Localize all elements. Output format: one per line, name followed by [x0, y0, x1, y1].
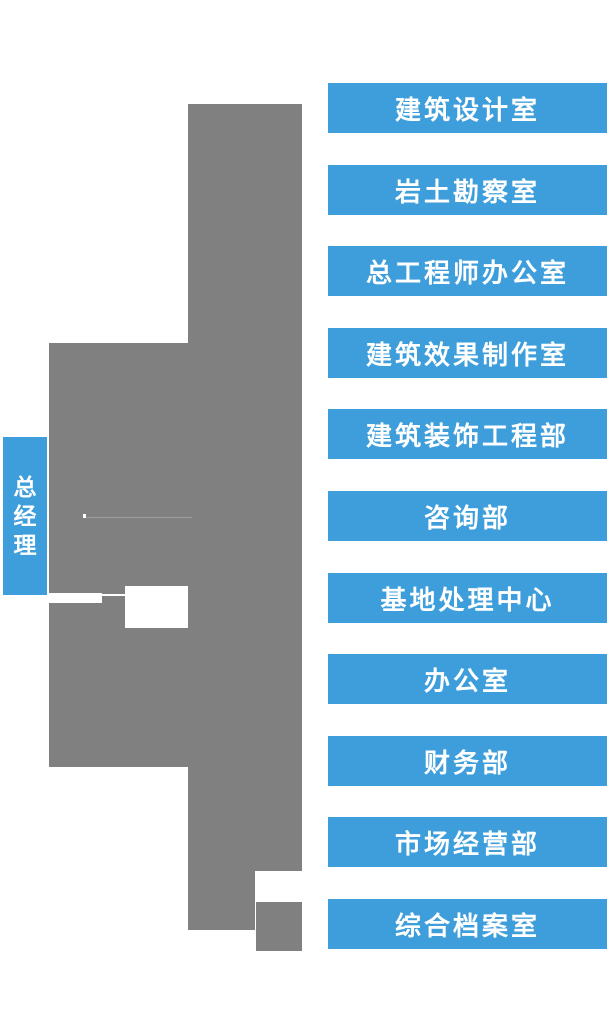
department-label: 建筑装饰工程部 [365, 420, 569, 451]
root-node-general-manager: 总经理 [3, 437, 47, 595]
department-label: 基地处理中心 [380, 584, 555, 615]
department-label: 建筑设计室 [394, 94, 540, 125]
department-label: 市场经营部 [394, 828, 540, 859]
connector-left-block [49, 343, 188, 767]
department-label: 办公室 [423, 665, 511, 696]
connector-faint-line [86, 517, 192, 518]
department-node-5: 咨询部 [328, 491, 607, 541]
department-node-9: 市场经营部 [328, 817, 607, 867]
department-label: 总工程师办公室 [365, 257, 569, 288]
connector-tick-dot [83, 514, 86, 518]
department-node-7: 办公室 [328, 654, 607, 704]
department-node-6: 基地处理中心 [328, 573, 607, 623]
department-label: 岩土勘察室 [394, 176, 540, 207]
connector-bottom-left-stub [188, 871, 255, 930]
department-node-2: 总工程师办公室 [328, 246, 607, 296]
connector-bottom-right-stub [256, 902, 302, 951]
department-node-8: 财务部 [328, 736, 607, 786]
department-node-0: 建筑设计室 [328, 83, 607, 133]
department-label: 综合档案室 [394, 910, 540, 941]
connector-cutout-rect [125, 586, 188, 628]
department-label: 建筑效果制作室 [365, 339, 569, 370]
department-label: 咨询部 [423, 502, 511, 533]
connector-cutout-line [102, 594, 125, 596]
department-node-4: 建筑装饰工程部 [328, 409, 607, 459]
connector-cutout-strip [49, 593, 102, 603]
department-label: 财务部 [423, 747, 511, 778]
department-node-1: 岩土勘察室 [328, 165, 607, 215]
root-node-label: 总经理 [13, 473, 37, 558]
connector-trunk-column [188, 104, 302, 871]
department-node-3: 建筑效果制作室 [328, 328, 607, 378]
department-node-10: 综合档案室 [328, 899, 607, 949]
